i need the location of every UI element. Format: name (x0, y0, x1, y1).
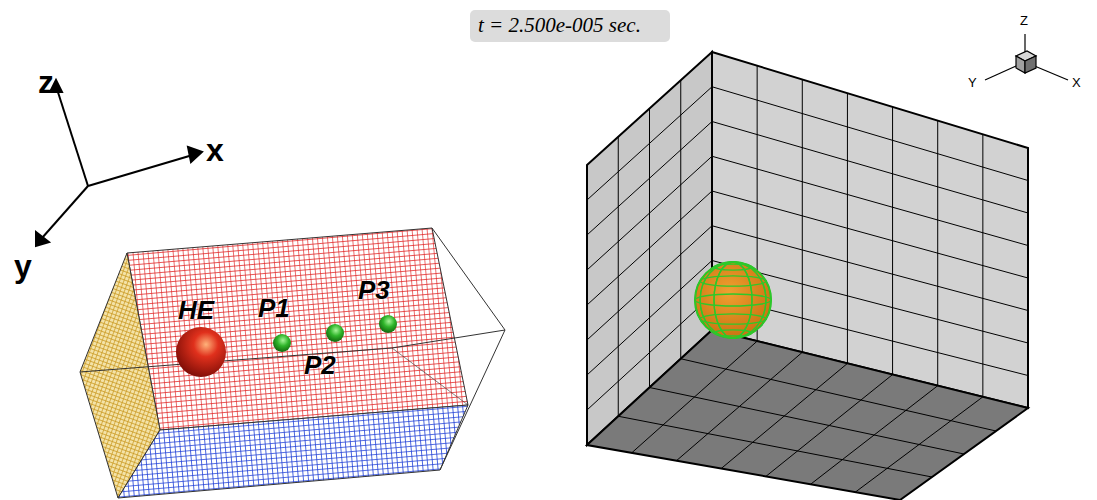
axis-triad (36, 80, 202, 246)
part-label: P2 (304, 352, 336, 378)
grid-line (587, 226, 712, 340)
time-plate (470, 10, 670, 42)
grid-line (587, 261, 712, 376)
grid-line (712, 191, 1028, 278)
grid-line (712, 156, 1028, 245)
wall-grid (587, 66, 1028, 492)
fireball-sphere (695, 262, 771, 338)
grid-line (587, 191, 712, 305)
axis-label: X (1072, 76, 1081, 89)
gauge-sphere (326, 324, 344, 342)
axis-label: z (38, 66, 54, 98)
view-triad (985, 34, 1068, 80)
time-label: t = 2.500e-005 sec. (478, 15, 641, 36)
grid-line (618, 416, 932, 477)
grid-line (587, 122, 712, 236)
axis-label: y (14, 250, 32, 282)
part-label: HE (178, 297, 214, 323)
domain-walls (587, 52, 1028, 500)
domain-box (80, 228, 505, 498)
part-label: P1 (258, 295, 290, 321)
grid-line (587, 295, 712, 410)
grid-line (712, 122, 1028, 214)
axis-label: x (206, 134, 224, 166)
axis-label: Y (968, 76, 977, 89)
grid-line (587, 156, 712, 270)
grid-line (681, 359, 996, 431)
grid-line (650, 388, 965, 455)
charge-sphere (176, 327, 226, 377)
grid-line (587, 87, 712, 200)
axis-label: Z (1020, 14, 1028, 27)
gauge-sphere (273, 334, 291, 352)
gauge-sphere (379, 315, 397, 333)
grid-line (712, 87, 1028, 181)
part-label: P3 (358, 277, 390, 303)
